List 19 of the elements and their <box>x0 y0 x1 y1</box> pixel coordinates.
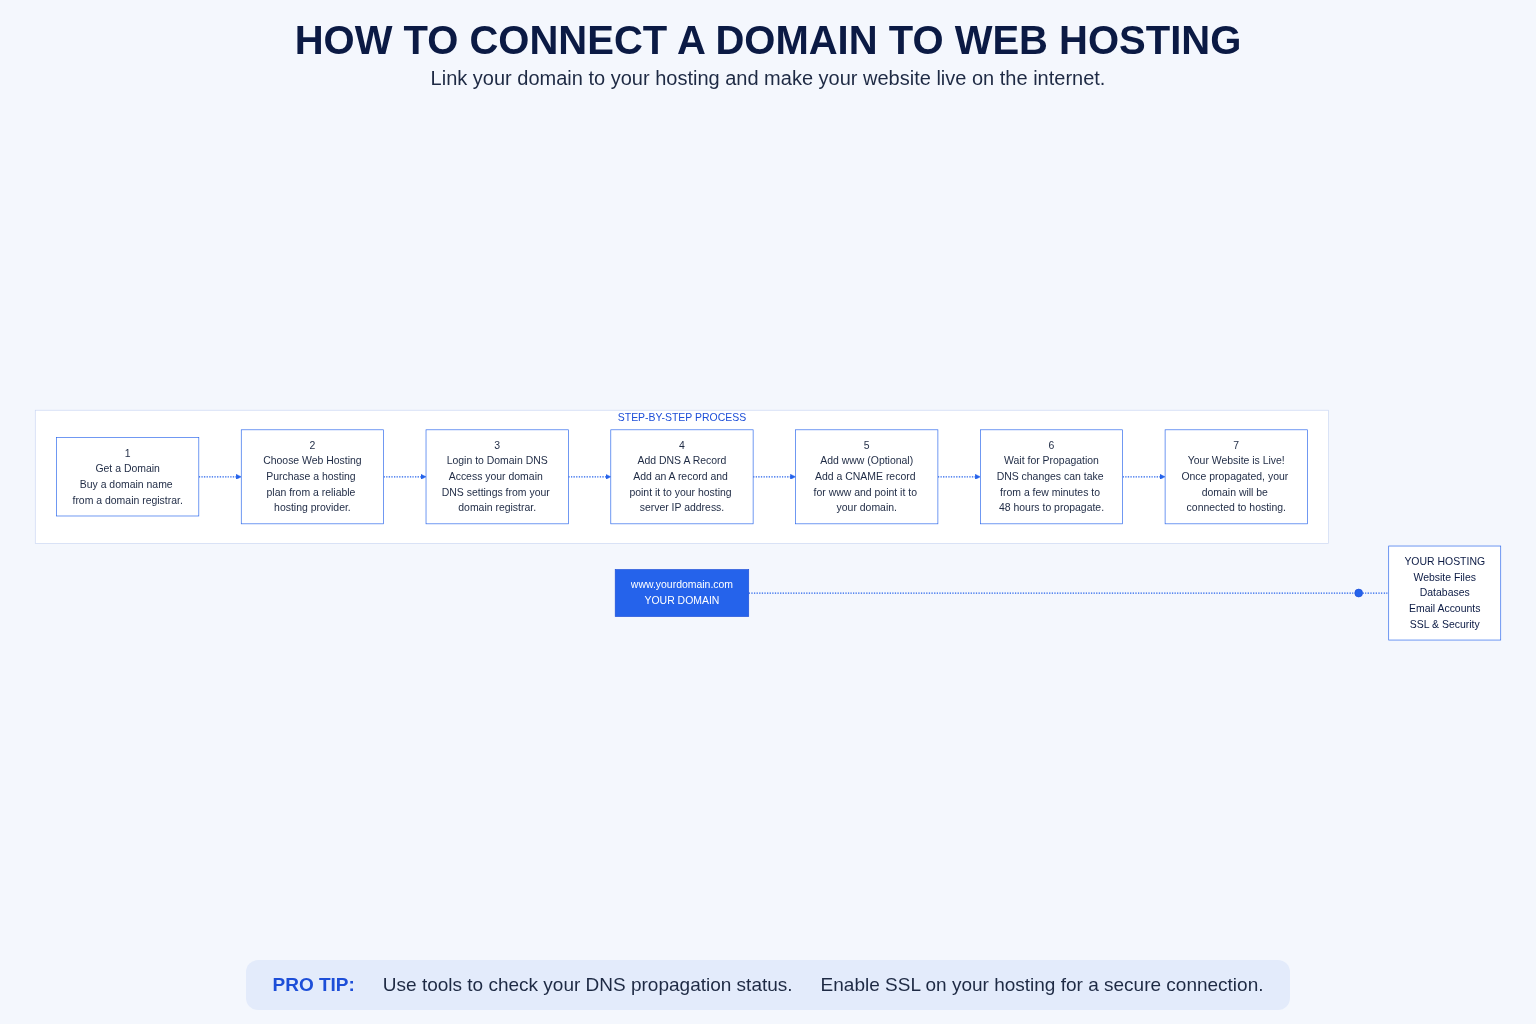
connector <box>1361 592 1390 594</box>
arrow <box>1122 473 1166 480</box>
node-box: 5 Add www (Optional) Add a CNAME record for www and point it to your domain. <box>795 429 939 524</box>
tip-heading: PRO TIP: <box>272 974 355 996</box>
connector <box>748 592 1356 594</box>
node-box: 1 Get a Domain Buy a domain name from a domain registrar. <box>56 437 200 517</box>
arrow <box>198 473 242 480</box>
node-box: 2 Choose Web Hosting Purchase a hosting plan from a reliable hosting provider. <box>240 429 384 524</box>
node-circle <box>1354 588 1363 598</box>
tip-text: Use tools to check your DNS propagation status. <box>382 974 793 996</box>
node-box: 6 Wait for Propagation DNS changes can take from a few minutes to 48 hours to propagate. <box>980 429 1123 524</box>
tip-note: Enable SSL on your hosting for a secure connection. <box>820 974 1264 996</box>
node-box: www.yourdomain.com YOUR DOMAIN <box>614 569 750 617</box>
title: HOW TO CONNECT A DOMAIN TO WEB HOSTING <box>294 18 1242 63</box>
node-box: 3 Login to Domain DNS Access your domain DNS settings from your domain registrar. <box>425 429 569 524</box>
node-box: 4 Add DNS A Record Add an A record and point it to your hosting server IP address. <box>610 429 754 524</box>
node-box: YOUR HOSTING Website Files Databases Email Accounts SSL & Security <box>1388 545 1502 641</box>
subtitle: Link your domain to your hosting and make your website live on the internet. <box>430 67 1106 90</box>
node-box: 7 Your Website is Live! Once propagated, your domain will be connected to hosting. <box>1164 429 1308 524</box>
